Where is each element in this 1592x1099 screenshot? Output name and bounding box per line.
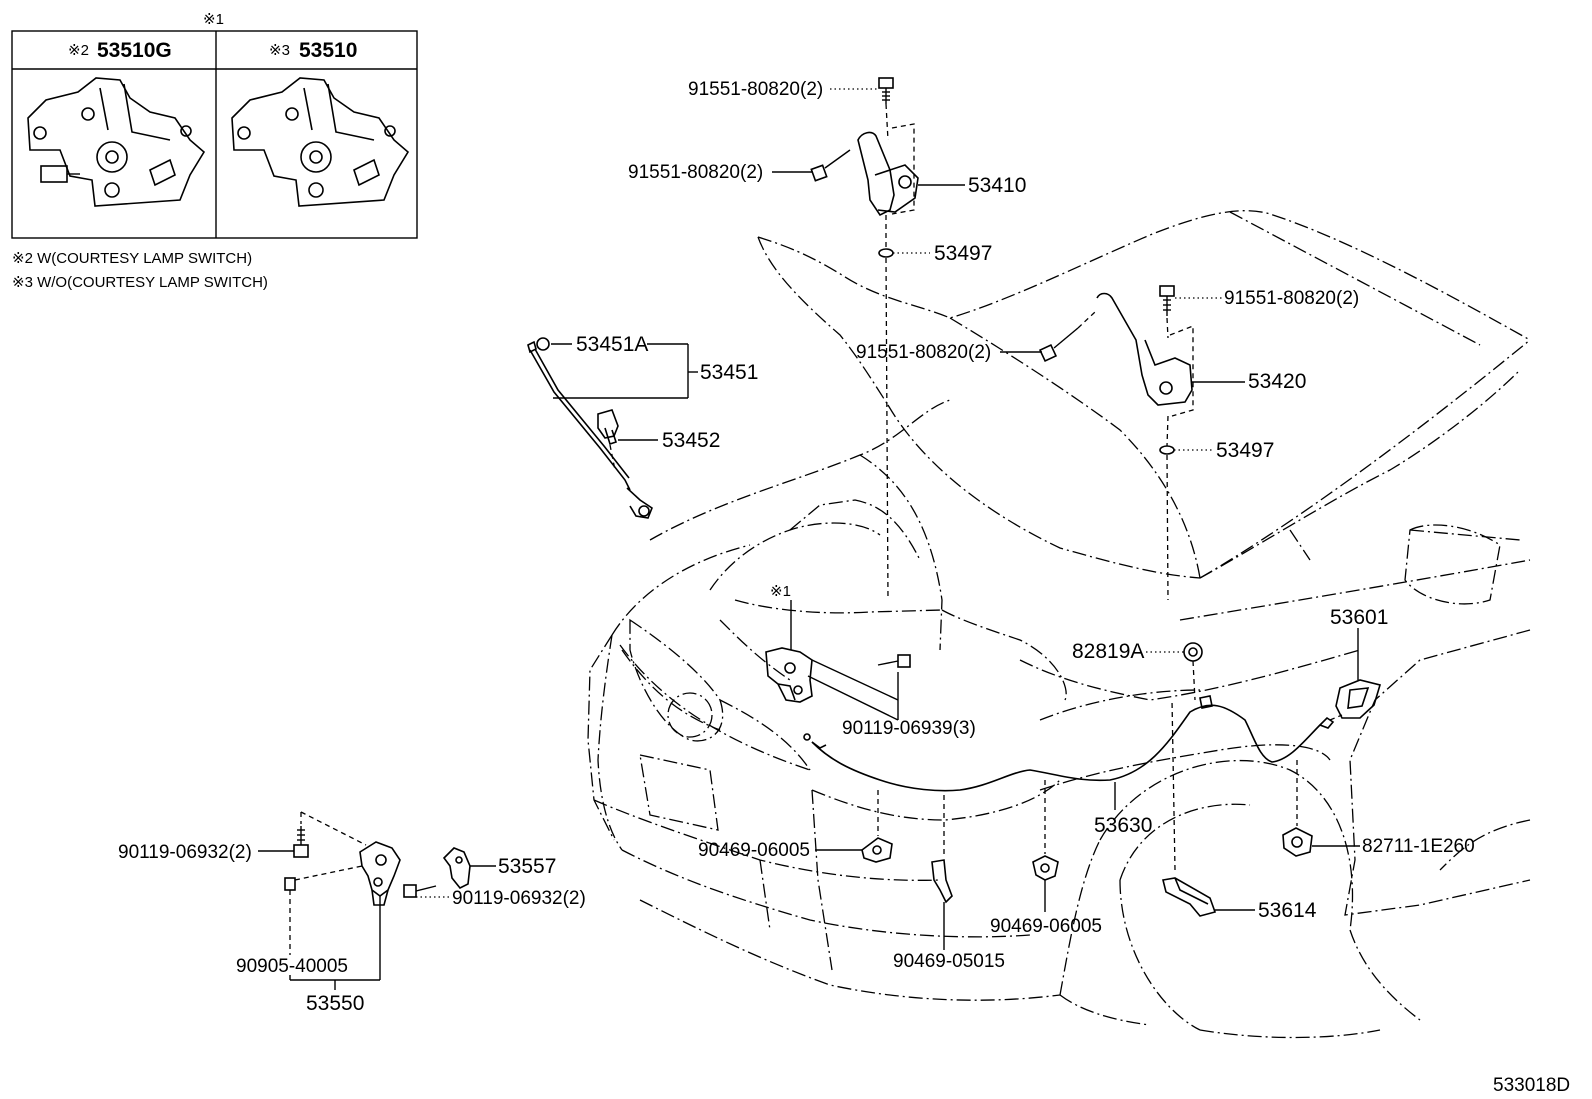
hood-lock-without-switch-drawing [231,77,410,207]
label-bolt-left: 91551-80820(2) [628,162,763,183]
hood-lock-assembly [765,647,813,703]
label-grommet-a: 53451A [576,333,648,356]
label-clamp-left: 90469-06005 [698,840,810,861]
label-lever: 53601 [1330,606,1388,629]
clamp-mid [1032,855,1059,881]
label-bolt-right-top: 91551-80820(2) [1224,288,1359,309]
label-clamp-mid: 90469-06005 [990,916,1102,937]
label-lock-mark: ※1 [770,583,791,600]
label-bolt-lower-a: 90119-06932(2) [118,842,252,863]
hood-lock-with-switch-drawing [27,77,206,207]
lower-bolt-b [403,884,437,898]
label-cable-clamp-right: 82711-1E260 [1362,836,1475,857]
rod-holder [597,409,619,446]
label-lock-assy: 53550 [306,992,364,1015]
label-hinge-left: 53410 [968,174,1026,197]
diagram-id: 533018D [1493,1075,1570,1096]
lower-pin [284,877,296,891]
label-clamp-bottom: 90469-05015 [893,951,1005,972]
label-hinge-right: 53420 [1248,370,1306,393]
label-cable: 53630 [1094,814,1152,837]
label-bolt-right-mid: 91551-80820(2) [856,342,991,363]
label-bolt-top: 91551-80820(2) [688,79,823,100]
note-without-switch: ※3 W/O(COURTESY LAMP SWITCH) [12,274,268,291]
hinge-bolt-right-top [1159,285,1175,316]
hinge-bolt-right-mid [1038,327,1079,363]
label-rod-holder: 53452 [662,429,720,452]
cable-clamp-right [1282,827,1313,857]
legend-box-mark: ※1 [203,11,224,28]
hood-release-cable [803,695,1335,792]
hinge-washer-left [878,248,894,258]
label-pin: 90905-40005 [236,956,348,977]
lock-bolt [877,654,911,668]
legend-col1-mark: ※2 [68,42,89,59]
hood-support-rod [527,337,653,519]
label-lock-bolts: 90119-06939(3) [842,718,976,739]
legend-col2-mark: ※3 [269,42,290,59]
lower-hood-lock [359,841,401,906]
label-support-rod: 53451 [700,361,758,384]
vehicle-phantom-outline [587,210,1531,1039]
clamp-bottom [931,859,953,904]
label-bolt-lower-b: 90119-06932(2) [452,888,586,909]
legend-col2-part: 53510 [299,39,357,62]
hood-lock-cover [1162,877,1217,917]
note-with-switch: ※2 W(COURTESY LAMP SWITCH) [12,250,252,267]
lower-bolt-a [293,826,309,858]
hood-cushion [1183,642,1203,662]
label-bracket: 53557 [498,855,556,878]
legend-col1-part: 53510G [97,39,172,62]
label-washer-left: 53497 [934,242,992,265]
label-cushion: 82819A [1072,640,1144,663]
hood-hinge-right [1096,292,1194,417]
hood-hinge-left [857,123,919,217]
hinge-washer-right [1159,445,1175,455]
legend-box: ※1 ※2 53510G ※3 53510 [11,11,418,239]
hinge-bolt-left [810,149,851,182]
lower-bracket [442,847,471,890]
hinge-bolt-top [878,77,894,104]
label-cover: 53614 [1258,899,1317,922]
label-washer-right: 53497 [1216,439,1274,462]
hood-release-lever [1335,679,1382,719]
clamp-left [861,837,893,863]
